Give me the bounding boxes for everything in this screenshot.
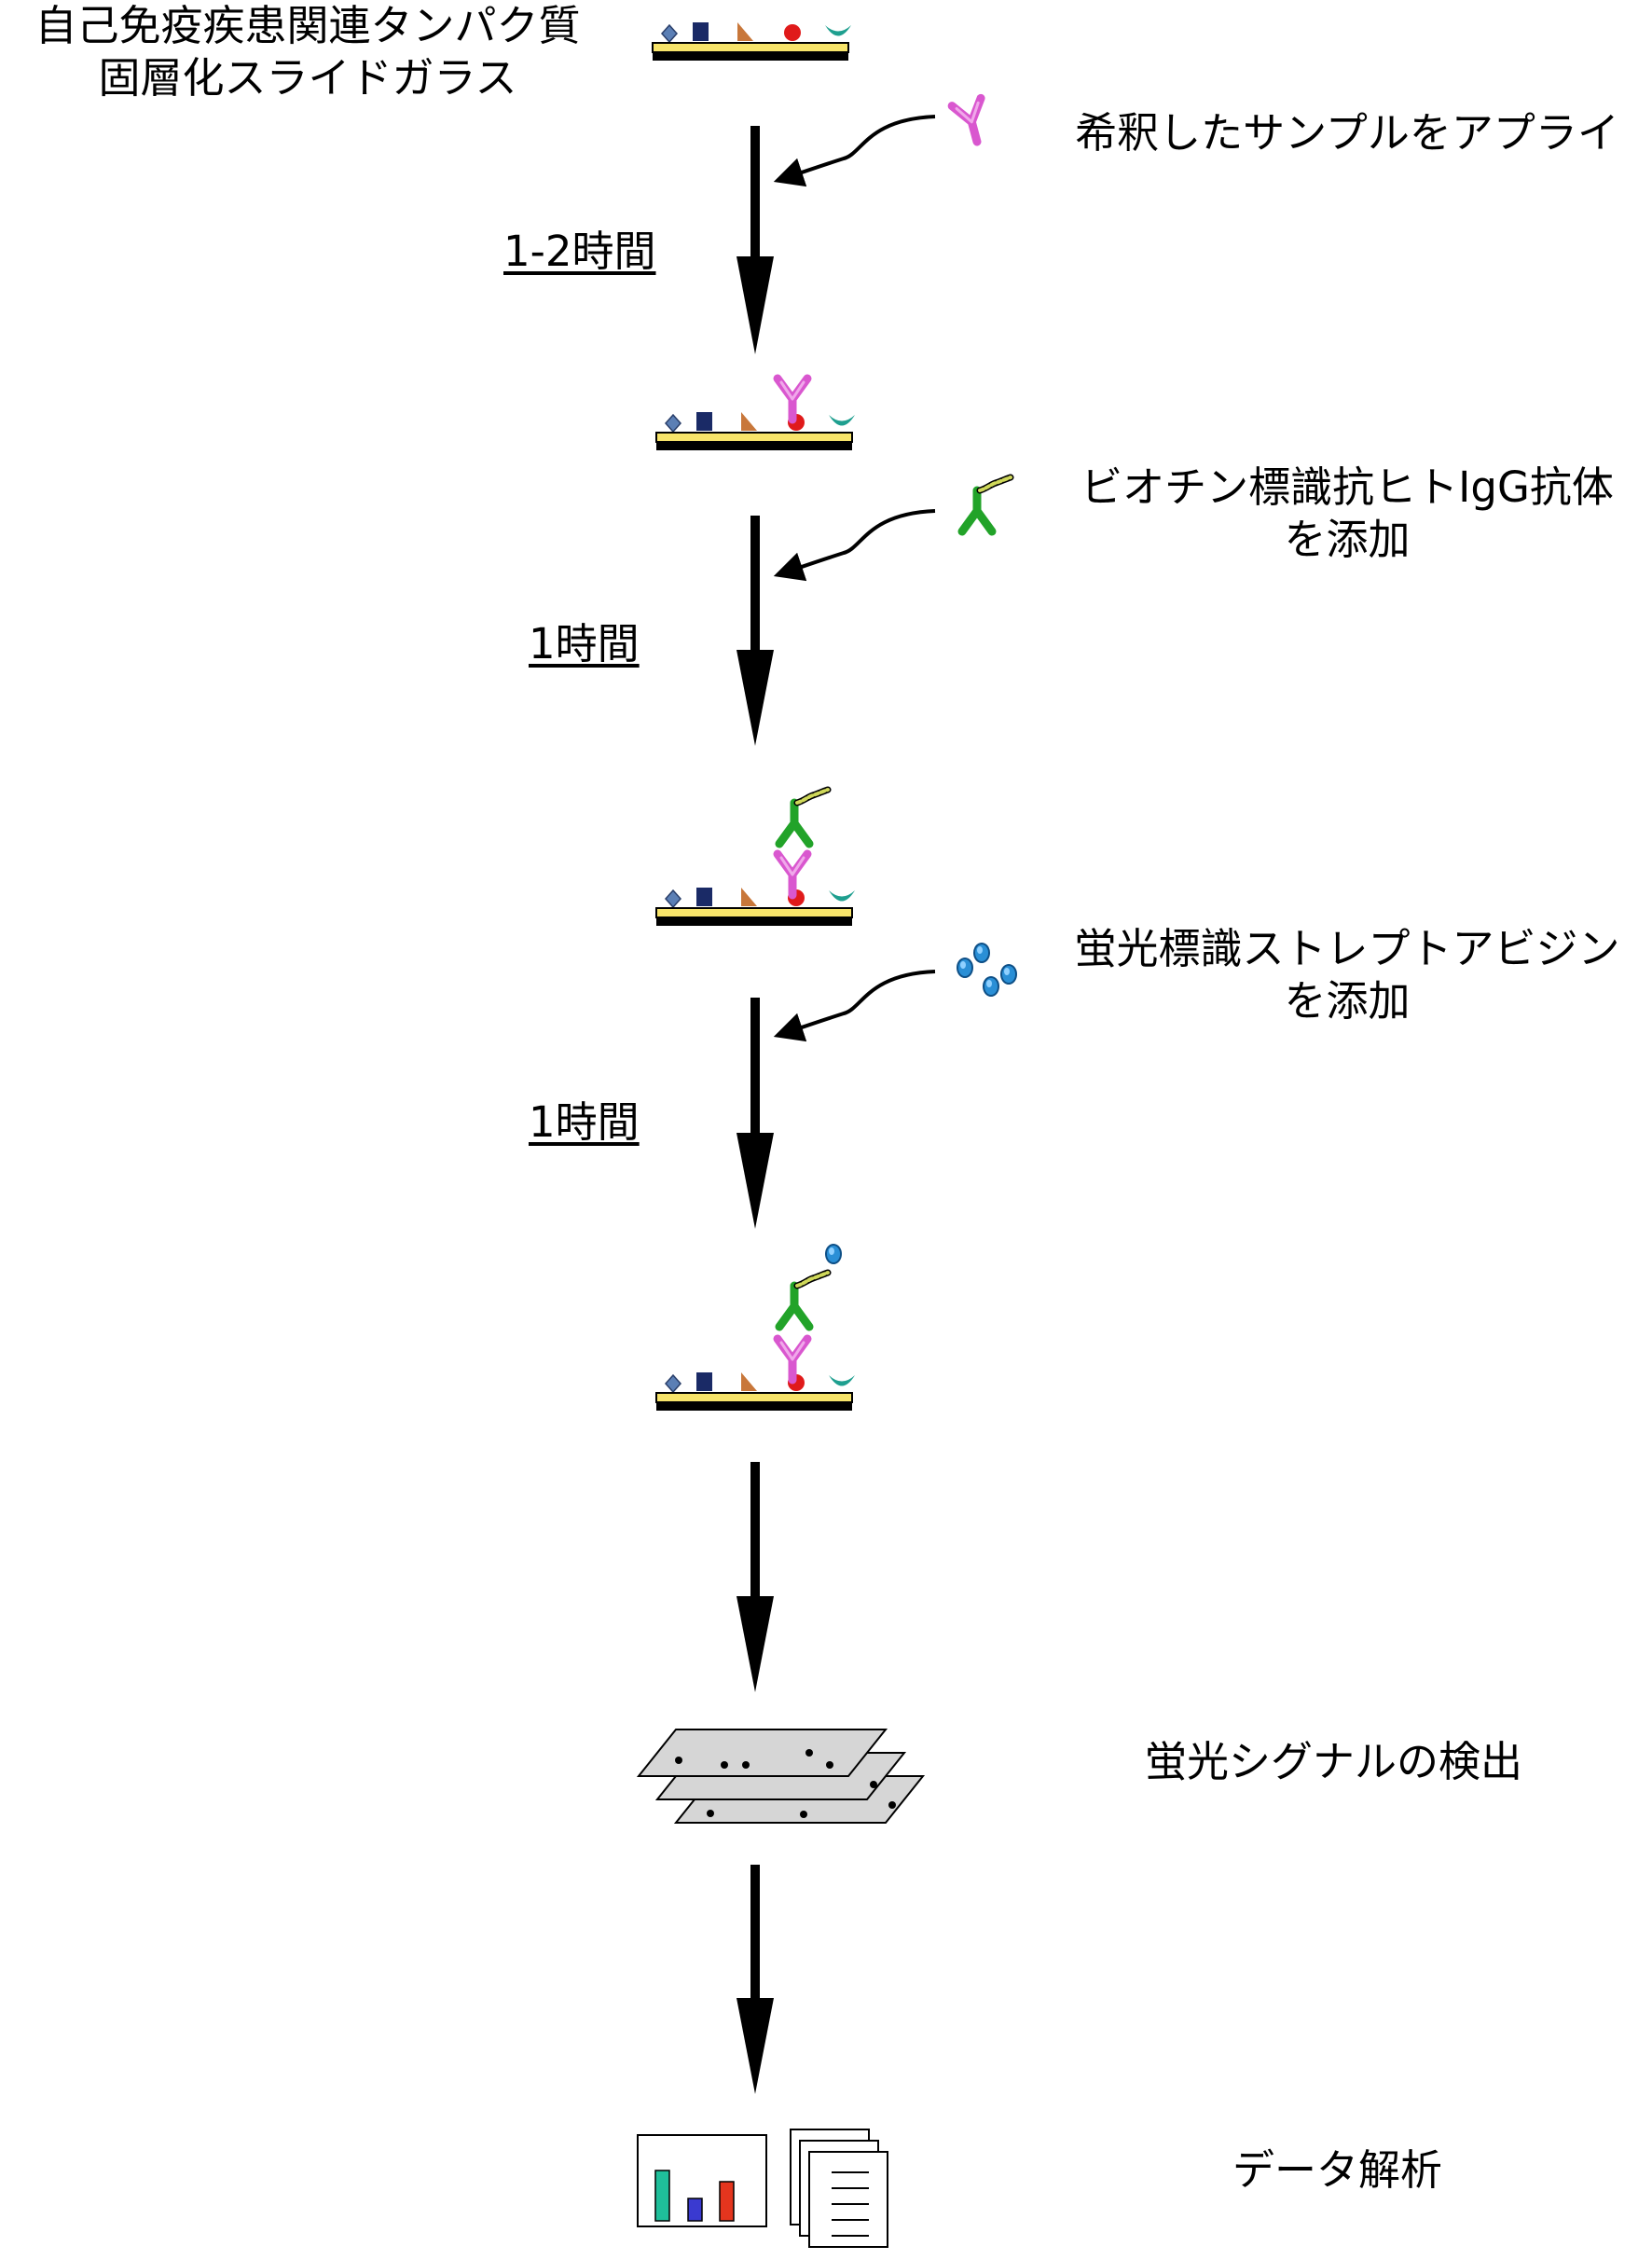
down-arrow-5 <box>737 1865 774 2094</box>
curved-arrow-3 <box>773 970 936 1042</box>
curved-arrow-1 <box>773 115 936 187</box>
slide-stage-3 <box>655 790 856 927</box>
down-arrow-2 <box>737 516 774 746</box>
down-arrow-3 <box>737 998 774 1229</box>
scanned-slides-icon <box>636 1729 926 1824</box>
slide-stage-4 <box>655 1244 856 1412</box>
step1-duration: 1-2時間 <box>503 227 656 276</box>
down-arrow-1 <box>737 126 774 354</box>
analysis-label: データ解析 <box>1232 2145 1443 2195</box>
slide-stage-2 <box>655 379 856 451</box>
slide-title: 自己免疫疾患関連タンパク質 固層化スライドガラス <box>9 0 606 104</box>
step1-label-line1: 希釈したサンプルをアプライ <box>1075 108 1619 158</box>
sample-antibody-icon <box>952 98 991 145</box>
step3-label-line2: を添加 <box>1284 976 1411 1026</box>
slide-stage-1 <box>652 21 852 62</box>
step2-label-line2: を添加 <box>1284 515 1411 564</box>
curved-arrow-2 <box>773 509 936 582</box>
bar-chart-icon <box>637 2134 767 2227</box>
detection-label: 蛍光シグナルの検出 <box>1145 1737 1523 1786</box>
step2-label-line1: ビオチン標識抗ヒトIgG抗体 <box>1081 462 1614 512</box>
step2-label: ビオチン標識抗ヒトIgG抗体 を添加 <box>1053 462 1641 566</box>
step3-duration: 1時間 <box>529 1097 640 1147</box>
slide-title-line2: 固層化スライドガラス <box>98 53 517 103</box>
step2-duration: 1時間 <box>529 619 640 668</box>
slide-title-line1: 自己免疫疾患関連タンパク質 <box>34 1 581 50</box>
step3-label-line1: 蛍光標識ストレプトアビジン <box>1074 924 1620 973</box>
down-arrow-4 <box>737 1462 774 1692</box>
streptavidin-beads-icon <box>957 943 1017 997</box>
step3-label: 蛍光標識ストレプトアビジン を添加 <box>1053 923 1641 1027</box>
step1-label: 希釈したサンプルをアプライ <box>1053 107 1641 159</box>
documents-icon <box>790 2129 888 2248</box>
biotin-antibody-icon <box>962 477 1011 531</box>
